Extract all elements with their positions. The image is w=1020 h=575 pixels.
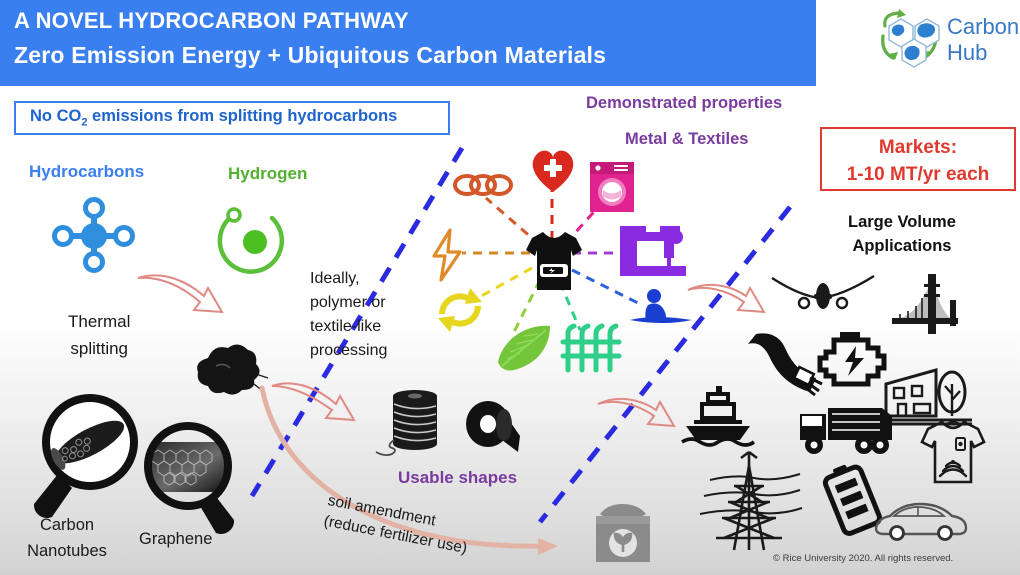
apps-line1: Large Volume <box>848 213 956 231</box>
leaf-icon <box>498 325 550 371</box>
graphene-magnifier-icon <box>144 422 235 535</box>
divider-line-left <box>249 146 465 498</box>
carbon-nanotubes-label: Carbon Nanotubes <box>22 512 112 564</box>
battery-icon <box>822 464 882 536</box>
processing-note: Ideally, polymer or textile-like process… <box>310 267 387 363</box>
page-subtitle: Zero Emission Energy + Ubiquitous Carbon… <box>14 42 607 68</box>
metal-textiles-title: Metal & Textiles <box>625 130 749 148</box>
fiber-grass-icon <box>560 323 622 373</box>
cnt-line1: Carbon <box>39 516 95 534</box>
thermal-splitting-label: Thermal splitting <box>68 308 130 362</box>
airplane-icon <box>771 274 875 310</box>
sewing-machine-icon <box>620 226 686 276</box>
carbon-hub-logo: Carbon Hub <box>875 6 1019 80</box>
connector-person <box>571 268 641 306</box>
car-icon <box>874 502 968 541</box>
markets-callout: Markets: 1-10 MT/yr each <box>820 127 1016 191</box>
carbon-black-icon <box>197 344 269 395</box>
slide-header: A NOVEL HYDROCARBON PATHWAY Zero Emissio… <box>0 0 816 86</box>
applications-title: Large Volume Applications <box>848 210 956 258</box>
hydrocarbons-label: Hydrocarbons <box>29 162 145 181</box>
applications-arrow-bottom-icon <box>597 397 676 428</box>
lightning-bolt-icon <box>432 228 462 282</box>
divider-line-right <box>538 205 792 524</box>
thermal-line2: splitting <box>70 339 128 358</box>
processing-line3: textile-like <box>310 318 382 335</box>
chain-links-icon <box>453 174 513 196</box>
apps-line2: Applications <box>852 237 952 255</box>
no-co2-text: No CO2 emissions from splitting hydrocar… <box>30 107 398 129</box>
thermal-splitting-arrow-icon <box>137 274 224 314</box>
applications-arrow-top-icon <box>687 283 766 314</box>
page-title: A NOVEL HYDROCARBON PATHWAY <box>14 8 409 33</box>
tape-roll-icon <box>466 401 520 452</box>
ship-icon <box>681 386 756 447</box>
thread-spool-icon <box>375 390 437 457</box>
person-stretching-icon <box>630 289 692 323</box>
logo-text: Carbon Hub <box>947 14 1019 66</box>
copyright-text: © Rice University 2020. All rights reser… <box>773 553 954 564</box>
no-co2-callout: No CO2 emissions from splitting hydrocar… <box>14 101 450 135</box>
soil-amendment-arrow-icon <box>259 385 558 555</box>
logo-line2: Hub <box>947 40 988 65</box>
demonstrated-properties-title: Demonstrated properties <box>586 94 783 112</box>
cable-icon <box>748 333 823 397</box>
connector-chain <box>485 196 541 247</box>
washing-machine-icon <box>590 162 634 212</box>
methane-molecule-icon <box>52 197 135 273</box>
suspension-bridge-icon <box>892 274 958 334</box>
connector-recycle <box>473 266 533 302</box>
usable-shapes-label: Usable shapes <box>398 468 518 487</box>
processing-line4: processing <box>310 342 388 359</box>
cnt-line2: Nanotubes <box>27 542 107 560</box>
carbon-nanotube-magnifier-icon <box>33 394 138 519</box>
hydrogen-label: Hydrogen <box>228 164 308 183</box>
fertilizer-bag-icon <box>596 504 650 562</box>
markets-line2: 1-10 MT/yr each <box>846 164 990 185</box>
recycle-arrows-icon <box>438 288 482 332</box>
processing-line1: Ideally, <box>310 270 360 287</box>
truck-icon <box>800 408 892 454</box>
tshirt-battery-icon <box>526 232 582 290</box>
markets-line1: Markets: <box>878 137 958 158</box>
processing-line2: polymer or <box>310 294 386 311</box>
hex-globes-icon <box>881 9 940 68</box>
connector-leaf <box>512 279 542 333</box>
power-pylon-icon <box>699 450 803 551</box>
heart-medical-icon <box>532 150 574 192</box>
processing-arrow-icon <box>271 382 356 422</box>
thermal-line1: Thermal <box>68 312 131 331</box>
graphene-label: Graphene <box>139 530 213 548</box>
hydrogen-atom-icon <box>217 207 285 274</box>
logo-line1: Carbon <box>947 14 1020 39</box>
engine-power-icon <box>817 332 887 387</box>
smart-tshirt-icon <box>920 420 986 484</box>
house-icon <box>880 368 972 426</box>
